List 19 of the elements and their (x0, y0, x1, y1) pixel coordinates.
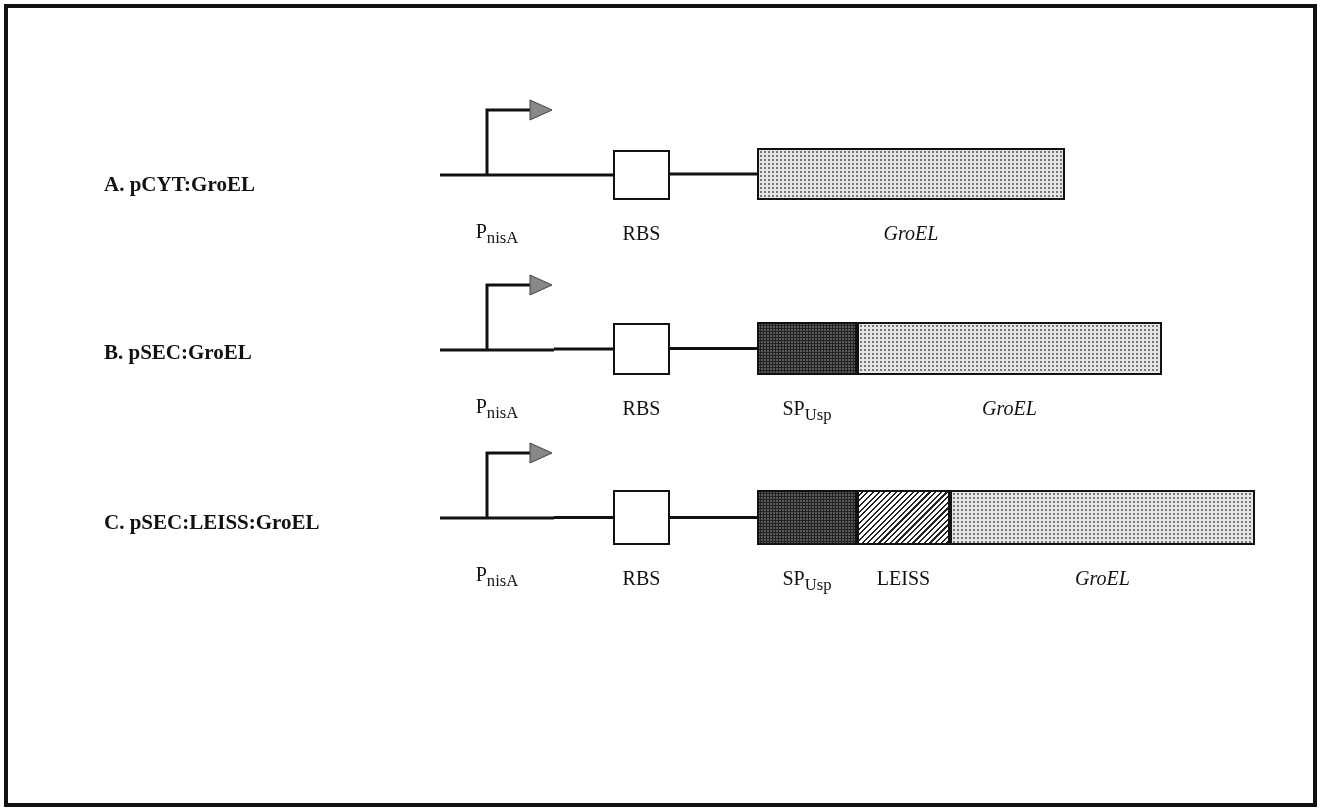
part-label: SP$_{Usp}$ (781, 397, 833, 425)
dna-backbone-line (670, 172, 757, 176)
part-label: GroEL (882, 222, 940, 245)
part-label: LEISS (875, 567, 932, 590)
part-label: P$_{nisA}$ (474, 563, 520, 591)
construct-label: C. pSEC:LEISS:GroEL (104, 510, 320, 535)
part-label: GroEL (981, 397, 1038, 420)
part-label: RBS (621, 397, 662, 420)
part-label: P$_{nisA}$ (474, 220, 520, 248)
construct-label: A. pCYT:GroEL (104, 172, 255, 197)
part-label: RBS (621, 567, 662, 590)
dna-backbone-line (554, 347, 613, 351)
dna-backbone-line (670, 347, 757, 350)
construct-label: B. pSEC:GroEL (104, 340, 252, 365)
part-label: P$_{nisA}$ (474, 395, 520, 423)
dna-backbone-line (554, 173, 613, 177)
dna-backbone-line (670, 516, 757, 519)
dna-backbone-line (554, 516, 613, 519)
part-label: RBS (621, 222, 662, 245)
